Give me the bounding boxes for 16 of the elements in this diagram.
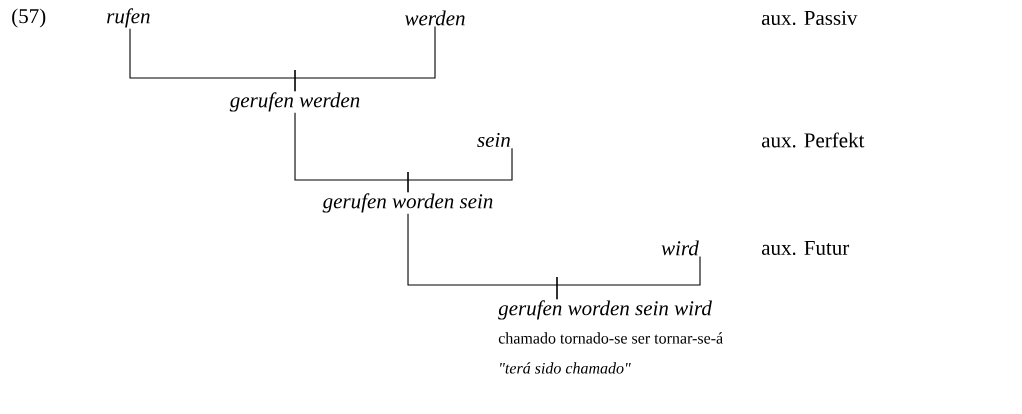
word-label: wird	[661, 240, 699, 256]
annotation-label: aux. Perfekt	[761, 132, 865, 148]
annotation-label: aux. Futur	[761, 240, 850, 255]
word-label: sein	[477, 132, 510, 148]
annotation-label: (57)	[12, 8, 46, 28]
gloss-text: chamado tornado-se ser tornar-se-á	[498, 332, 723, 344]
gloss-text: "terá sido chamado"	[500, 362, 631, 374]
word-label: gerufen worden sein	[322, 193, 493, 213]
word-label: werden	[405, 10, 465, 26]
word-label: gerufen werden	[229, 92, 360, 112]
bracket-line	[407, 147, 513, 193]
word-label: gerufen worden sein wird	[498, 300, 712, 320]
word-label: rufen	[107, 8, 150, 28]
bracket-line	[556, 256, 701, 300]
annotation-label: aux. Passiv	[761, 10, 858, 26]
bracket-line	[294, 26, 436, 92]
